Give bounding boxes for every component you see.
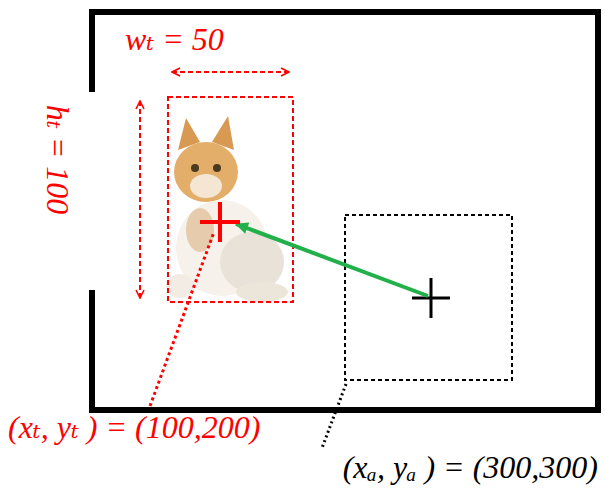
height-label: hₜ = 100 bbox=[40, 105, 75, 214]
target-box bbox=[168, 97, 293, 302]
width-dimension bbox=[172, 71, 289, 73]
leader-line bbox=[322, 384, 346, 448]
anchor-center-cross bbox=[412, 278, 450, 318]
leader-line bbox=[150, 232, 214, 406]
image-frame bbox=[92, 12, 598, 410]
target-coordinate-label: (xₜ, yₜ ) = (100,200) bbox=[8, 410, 260, 445]
width-label: wₜ = 50 bbox=[125, 22, 224, 57]
height-dimension bbox=[139, 101, 141, 298]
cat-picture bbox=[166, 116, 288, 302]
offset-arrow bbox=[236, 224, 428, 296]
target-center-cross bbox=[200, 202, 240, 242]
anchor-box bbox=[345, 215, 512, 380]
anchor-coordinate-label: (xₐ, yₐ ) = (300,300) bbox=[343, 450, 598, 485]
